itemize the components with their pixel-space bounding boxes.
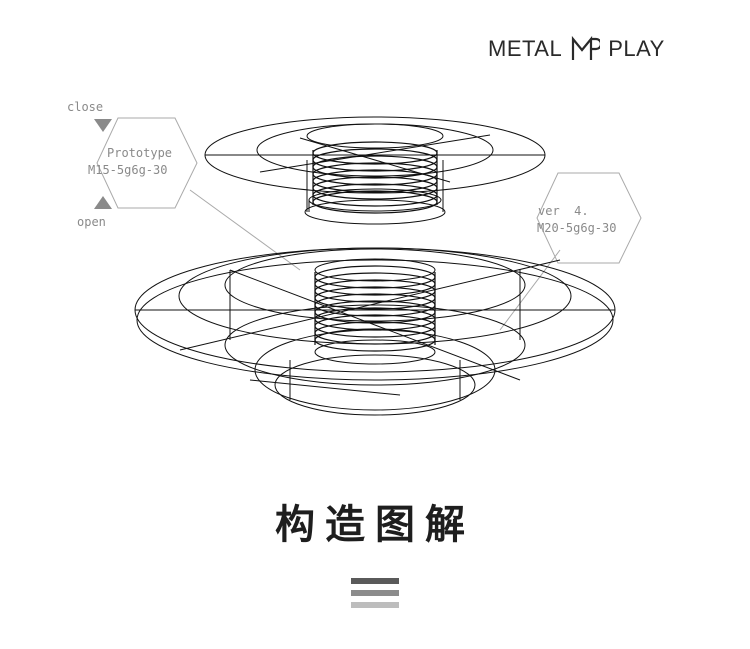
version-label: ver 4. <box>538 204 589 218</box>
prototype-hexagon <box>96 117 198 209</box>
exploded-structure-diagram <box>96 116 642 416</box>
prototype-code: M15-5g6g-30 <box>88 163 168 177</box>
close-label[interactable]: close <box>67 100 104 114</box>
open-label[interactable]: open <box>77 215 106 229</box>
upper-thread-coil <box>312 141 438 214</box>
version-leader-line <box>499 249 561 331</box>
divider-bar-3 <box>351 602 399 608</box>
divider-bar-1 <box>351 578 399 584</box>
mp-logo-icon <box>572 36 601 60</box>
open-arrow-icon[interactable] <box>94 196 112 209</box>
brand-right-text: PLAY <box>608 36 665 61</box>
brand-left-text: METAL <box>488 36 563 61</box>
close-arrow-icon[interactable] <box>94 119 112 132</box>
version-code: M20-5g6g-30 <box>537 221 617 235</box>
version-hexagon <box>536 172 642 264</box>
lower-part <box>134 247 616 416</box>
divider-bar-2 <box>351 590 399 596</box>
upper-part <box>204 116 546 225</box>
section-heading: 构造图解 <box>275 502 475 548</box>
lower-thread-coil <box>314 265 436 352</box>
brand: METAL PLAY <box>488 35 665 63</box>
section-divider-bars <box>351 578 399 614</box>
prototype-label: Prototype <box>107 146 173 160</box>
